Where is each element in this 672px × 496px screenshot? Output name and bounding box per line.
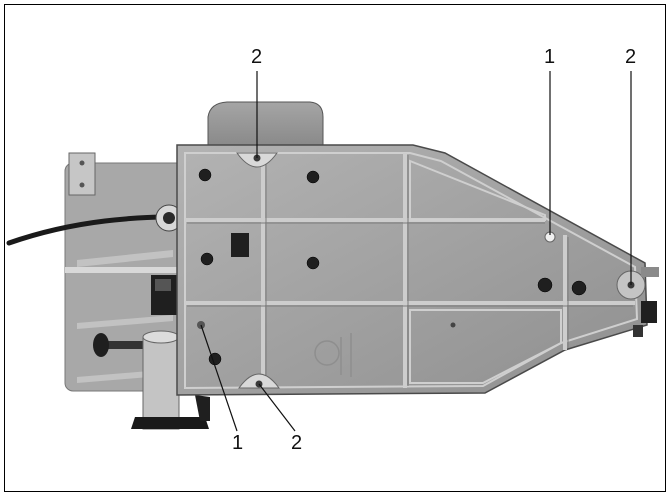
base-plate bbox=[176, 144, 648, 396]
leader-lines bbox=[200, 71, 632, 432]
rubber-foot-icon bbox=[198, 168, 587, 366]
pillar bbox=[131, 330, 210, 430]
callout-label-2-top-left: 2 bbox=[251, 46, 263, 68]
callout-label-1-bottom: 1 bbox=[232, 432, 244, 454]
figure-frame: 2 1 2 1 2 bbox=[4, 4, 666, 492]
ribs bbox=[185, 153, 635, 388]
tip-clamp bbox=[633, 267, 659, 337]
power-cable bbox=[6, 214, 168, 246]
mounting-hole-icon bbox=[238, 373, 280, 389]
callout-label-1-top-right: 1 bbox=[544, 46, 556, 68]
callout-label-2-top-right: 2 bbox=[625, 46, 637, 68]
callout-label-2-bottom: 2 bbox=[291, 432, 303, 454]
cast-marking bbox=[314, 333, 352, 377]
adjustment-knob bbox=[93, 333, 143, 357]
mounting-bracket bbox=[68, 152, 96, 196]
motor-housing bbox=[207, 101, 324, 146]
clamp-block bbox=[231, 233, 249, 257]
base-plate-diagram bbox=[6, 71, 659, 432]
